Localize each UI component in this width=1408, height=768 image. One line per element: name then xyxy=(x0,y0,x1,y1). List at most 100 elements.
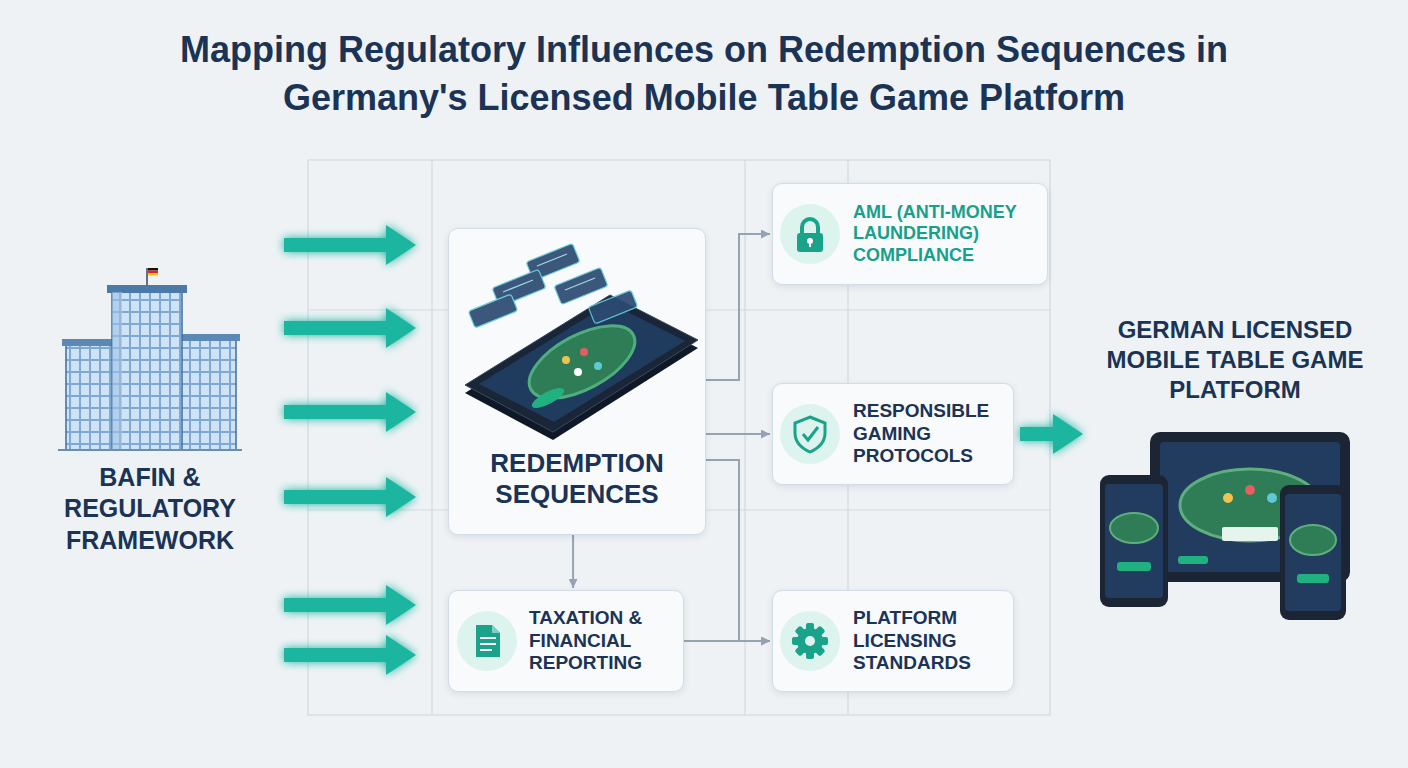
lock-icon xyxy=(780,204,840,264)
devices-illustration xyxy=(1292,556,1322,564)
phone-illustration xyxy=(465,303,698,440)
diagram-title: Mapping Regulatory Influences on Redempt… xyxy=(129,26,1279,122)
node-label: RESPONSIBLE GAMING PROTOCOLS xyxy=(853,400,999,468)
building-illustration xyxy=(58,268,242,450)
gear-icon xyxy=(794,625,825,656)
lock-icon xyxy=(780,204,840,264)
gear-icon xyxy=(805,636,815,646)
gear-icon xyxy=(792,637,828,645)
devices-illustration xyxy=(1105,484,1163,598)
card-lines xyxy=(503,254,595,292)
document-icon xyxy=(476,625,500,657)
building-illustration xyxy=(148,273,158,276)
influence-arrow xyxy=(284,648,386,662)
building-illustration xyxy=(62,339,122,346)
devices-illustration xyxy=(1223,493,1233,503)
process-box: REDEMPTION SEQUENCES xyxy=(448,228,706,535)
building-illustration xyxy=(148,271,158,274)
document-icon xyxy=(457,611,517,671)
devices-illustration xyxy=(1290,525,1336,555)
phone-illustration xyxy=(580,348,588,356)
building-illustration xyxy=(112,292,182,450)
lock-icon xyxy=(807,238,813,244)
node-label: GERMAN LICENSED MOBILE TABLE GAME PLATFO… xyxy=(1085,315,1385,405)
grid-lines xyxy=(308,160,1050,715)
devices-illustration xyxy=(1100,432,1350,620)
flow-connector xyxy=(706,433,770,435)
floating-cards xyxy=(554,267,608,304)
compliance-box: TAXATION & FINANCIAL REPORTING xyxy=(448,590,684,692)
influence-arrow xyxy=(284,321,386,335)
building-illustration xyxy=(174,334,240,341)
devices-illustration xyxy=(1280,485,1346,620)
devices-illustration xyxy=(1180,469,1320,541)
grid-lines xyxy=(308,160,1050,715)
flow-connector xyxy=(684,640,770,642)
gear-icon xyxy=(792,623,828,659)
gear-icon xyxy=(780,611,840,671)
devices-illustration xyxy=(1160,442,1340,572)
floating-cards xyxy=(526,243,580,280)
devices-illustration xyxy=(1100,475,1168,607)
document-icon xyxy=(480,637,496,639)
phone-illustration xyxy=(574,368,582,376)
phone-illustration xyxy=(594,362,602,370)
building-illustration xyxy=(112,292,122,450)
grid-lines xyxy=(744,160,745,715)
card-lines xyxy=(503,280,533,292)
node-label: AML (ANTI-MONEY LAUNDERING) COMPLIANCE xyxy=(853,202,1033,267)
gear-icon xyxy=(794,625,825,656)
floating-cards xyxy=(468,294,517,328)
phone-illustration xyxy=(518,311,646,413)
node-label: REDEMPTION SEQUENCES xyxy=(461,448,693,510)
phone-illustration xyxy=(465,295,698,432)
platform-node: GERMAN LICENSED MOBILE TABLE GAME PLATFO… xyxy=(1085,315,1385,625)
card-lines xyxy=(565,278,595,290)
shield-icon xyxy=(803,427,818,440)
phone-illustration xyxy=(562,356,570,364)
flow-connector xyxy=(706,234,770,380)
flow-connector xyxy=(572,535,574,588)
node-label: TAXATION & FINANCIAL REPORTING xyxy=(529,607,669,675)
flow-connector xyxy=(706,460,770,641)
lock-icon xyxy=(802,219,818,234)
gear-icon xyxy=(806,623,814,659)
devices-illustration xyxy=(1245,485,1255,495)
gear-icon xyxy=(780,611,840,671)
influence-arrow xyxy=(284,405,386,419)
building-illustration xyxy=(58,449,242,451)
building-illustration xyxy=(107,285,187,293)
devices-illustration xyxy=(1297,574,1329,583)
floating-cards xyxy=(588,290,637,324)
phone-illustration xyxy=(465,243,698,440)
shield-icon xyxy=(795,417,825,452)
devices-illustration xyxy=(1150,432,1350,582)
compliance-box: AML (ANTI-MONEY LAUNDERING) COMPLIANCE xyxy=(772,183,1048,285)
grid-lines xyxy=(431,160,432,715)
compliance-box: RESPONSIBLE GAMING PROTOCOLS xyxy=(772,383,1014,485)
building-illustration xyxy=(148,268,158,271)
devices-illustration xyxy=(1222,527,1278,541)
influence-arrow xyxy=(1020,427,1053,441)
gear-icon xyxy=(797,628,823,654)
card-lines xyxy=(537,254,567,266)
lock-icon xyxy=(809,242,811,247)
node-label: BAFIN & REGULATORY FRAMEWORK xyxy=(30,462,270,556)
influence-arrow xyxy=(284,598,386,612)
document-icon xyxy=(457,611,517,671)
devices-illustration xyxy=(1110,513,1158,543)
phone-illustration xyxy=(529,384,566,411)
regulator-node: BAFIN & REGULATORY FRAMEWORK xyxy=(30,200,270,680)
compliance-box: PLATFORM LICENSING STANDARDS xyxy=(772,590,1014,692)
document-icon xyxy=(492,625,500,633)
lock-icon xyxy=(797,233,823,252)
floating-cards xyxy=(492,269,546,306)
floating-cards xyxy=(468,243,637,328)
building-illustration xyxy=(178,340,236,450)
devices-illustration xyxy=(1117,562,1151,571)
building-illustration xyxy=(66,345,118,450)
building-illustration xyxy=(146,268,148,285)
devices-illustration xyxy=(1285,494,1341,611)
